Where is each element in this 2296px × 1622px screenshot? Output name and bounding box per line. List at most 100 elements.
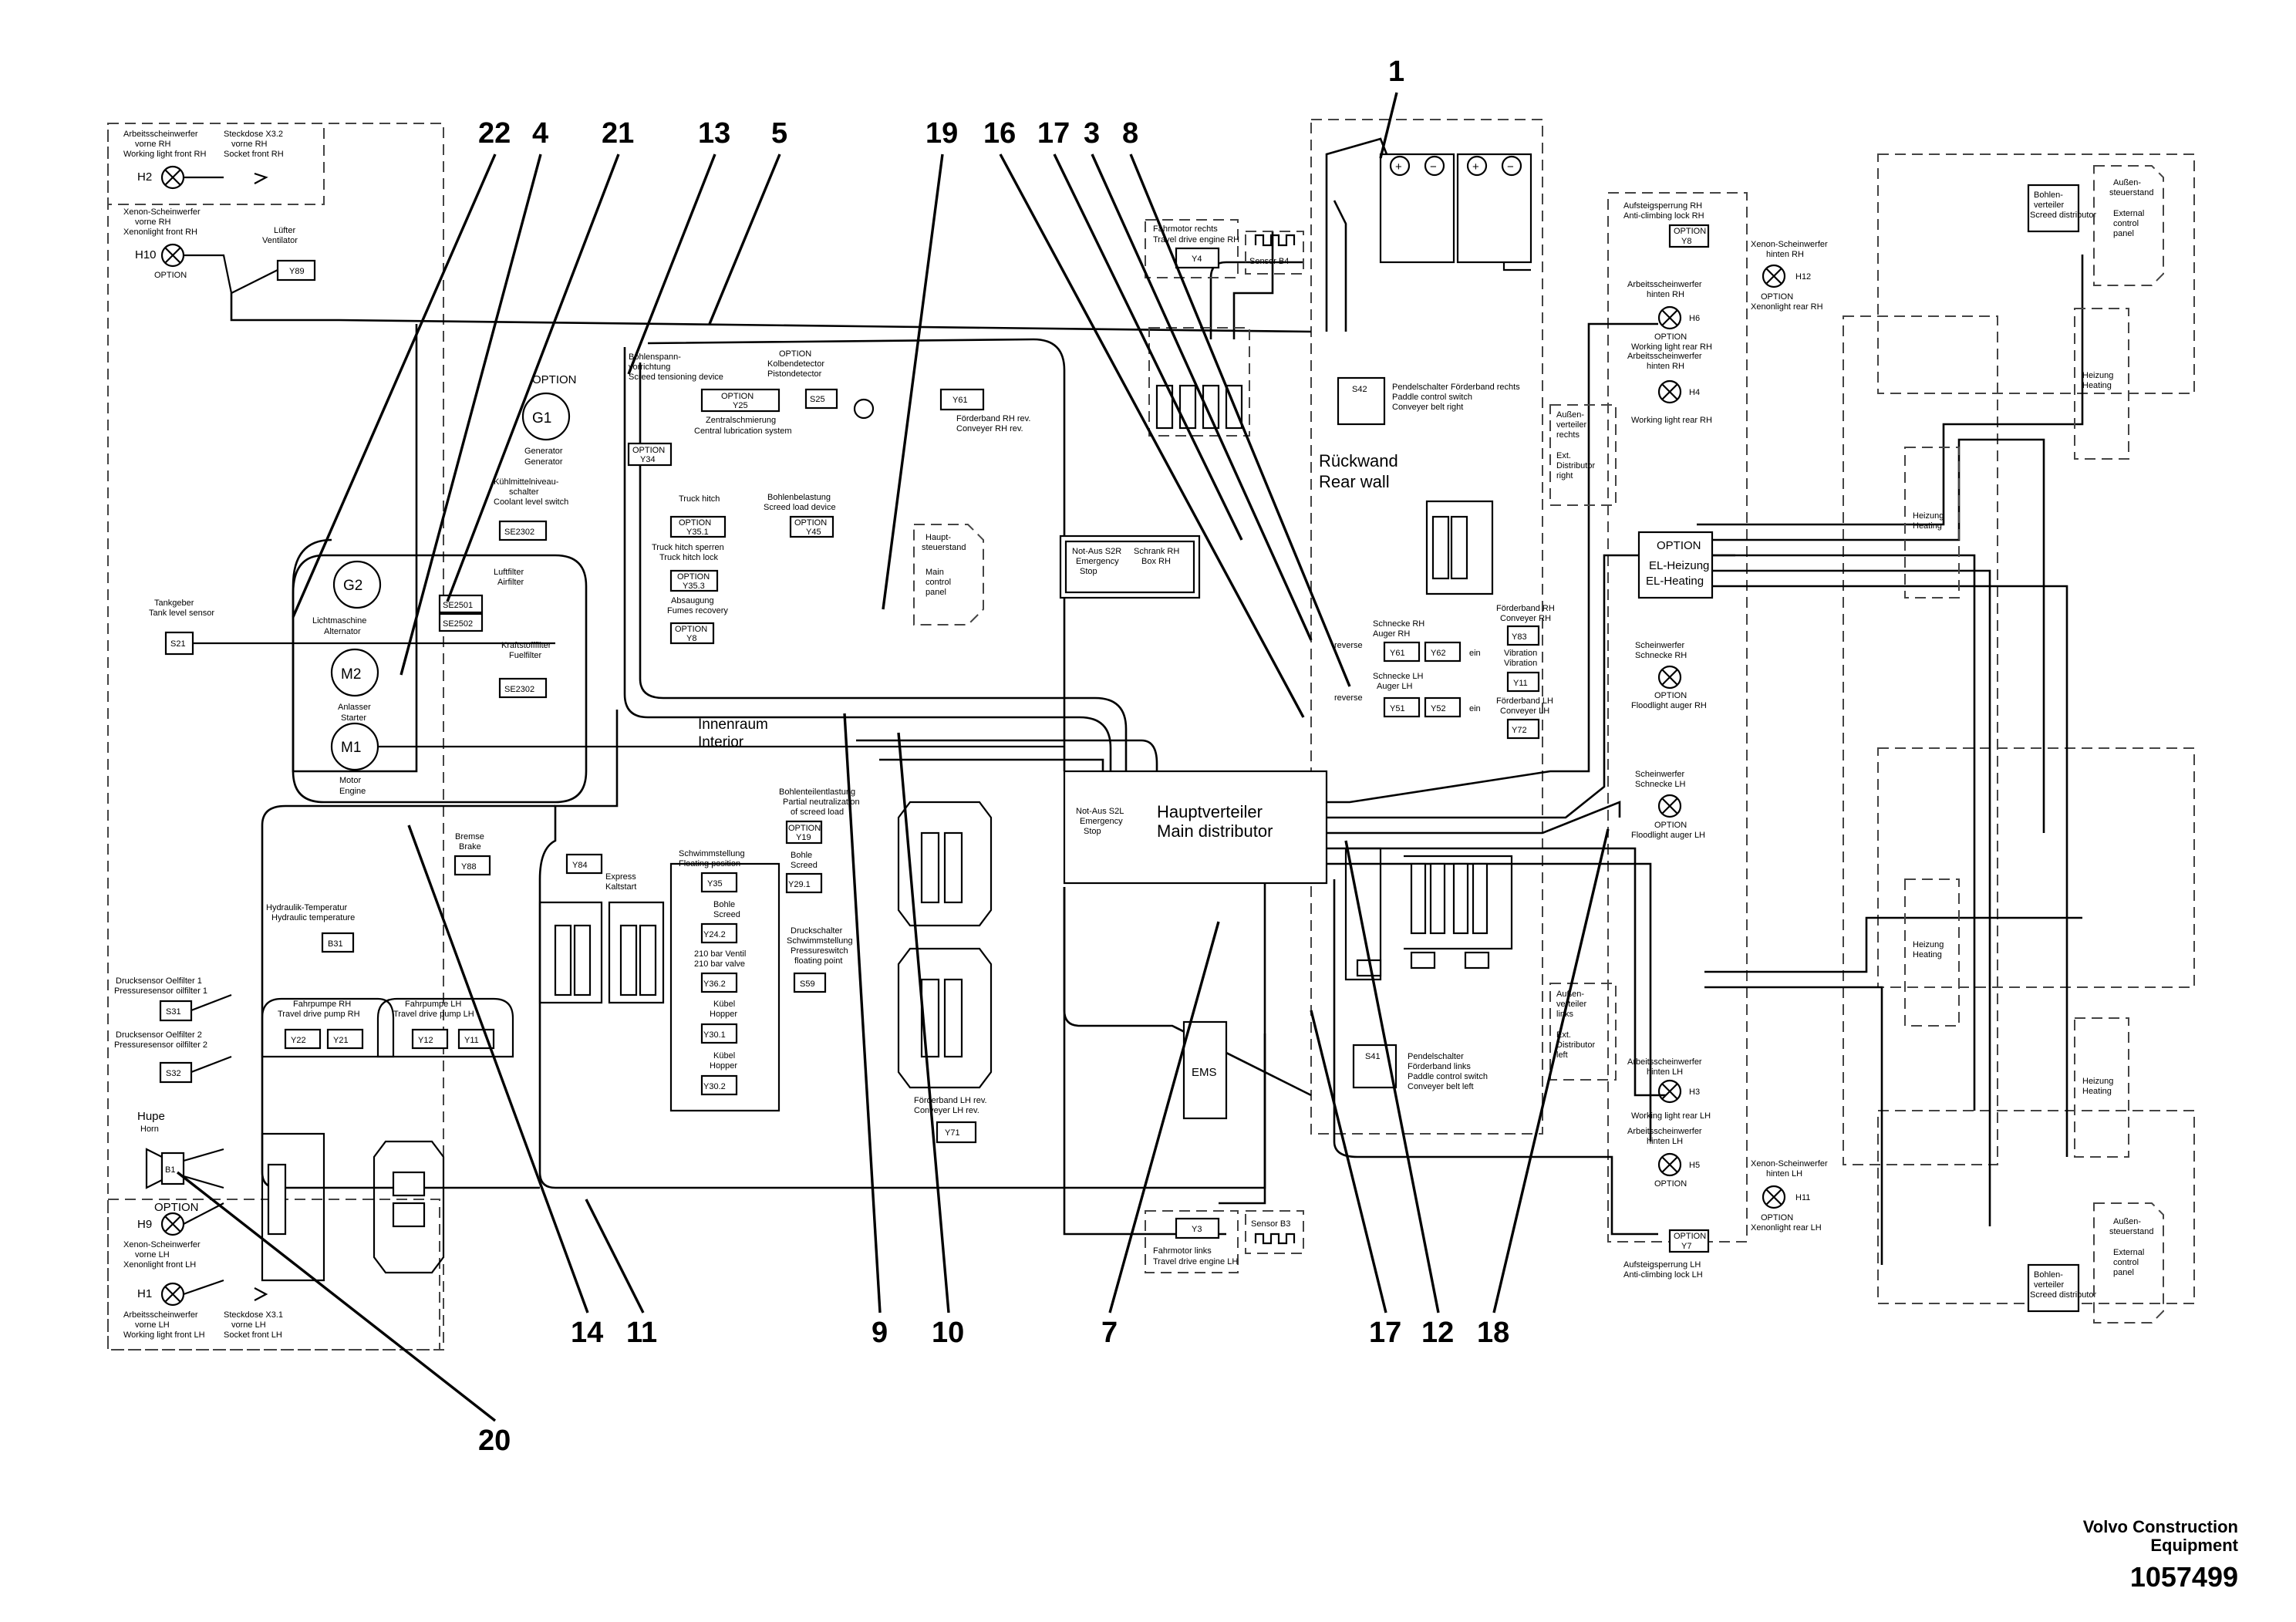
external-control-panel-top: Außen- steuerstand External control pane…: [2093, 165, 2164, 286]
socket-front-rh: Steckdose X3.2 vorne RH Socket front RH: [224, 130, 284, 184]
hydraulic-temperature-b31: Hydraulik-Temperatur Hydraulic temperatu…: [266, 903, 355, 953]
lamp-h12: Xenon-Scheinwerfer hinten RH H12 OPTION …: [1751, 240, 1828, 312]
svg-text:Bohle: Bohle: [713, 900, 735, 909]
svg-text:Vibration: Vibration: [1504, 659, 1537, 668]
screed-distributor-top: Bohlen- verteiler Screed distributor: [2027, 184, 2097, 233]
svg-text:Schwimmstellung: Schwimmstellung: [679, 849, 745, 858]
svg-text:Fumes recovery: Fumes recovery: [667, 606, 728, 615]
svg-text:OPTION: OPTION: [154, 271, 187, 280]
paddle-switch-left-s41: S41 Pendelschalter Förderband links Padd…: [1352, 1044, 1488, 1091]
callout-number-5: 5: [771, 117, 787, 150]
callout-leader-3: [1091, 153, 1313, 641]
svg-text:Y51: Y51: [1390, 704, 1405, 713]
screed-distributor-bottom: Bohlen- verteiler Screed distributor: [2027, 1263, 2097, 1313]
svg-text:Heating: Heating: [2082, 1087, 2112, 1096]
svg-text:Main: Main: [925, 568, 944, 577]
drawing-number: 1057499: [2129, 1561, 2238, 1593]
svg-text:Screed: Screed: [791, 861, 818, 870]
callout-number-16: 16: [983, 117, 1016, 150]
svg-text:Scheinwerfer: Scheinwerfer: [1635, 641, 1685, 650]
express-coldstart-y84: Y84 Express Kaltstart: [565, 853, 636, 892]
central-lubrication-y25: OPTION Y25 Zentralschmierung Central lub…: [694, 388, 792, 436]
svg-text:Hupe: Hupe: [137, 1110, 165, 1123]
lamp-h2: Arbeitsscheinwerfer vorne RH Working lig…: [123, 130, 224, 190]
svg-text:Kühlmittelniveau-: Kühlmittelniveau-: [494, 477, 559, 487]
svg-text:+: +: [1395, 160, 1402, 174]
screed-load-y45: Bohlenbelastung Screed load device OPTIO…: [764, 493, 836, 538]
svg-text:steuerstand: steuerstand: [2109, 1227, 2153, 1236]
callout-leader-5: [708, 153, 781, 325]
svg-text:External: External: [2113, 1248, 2144, 1257]
svg-text:Arbeitsscheinwerfer: Arbeitsscheinwerfer: [1627, 1127, 1702, 1136]
svg-text:Hopper: Hopper: [710, 1010, 737, 1019]
svg-text:panel: panel: [925, 588, 946, 597]
callout-number-4: 4: [532, 117, 548, 150]
svg-text:Y71: Y71: [945, 1128, 960, 1138]
svg-text:Y89: Y89: [289, 267, 305, 276]
svg-text:Hydraulic temperature: Hydraulic temperature: [271, 913, 355, 922]
svg-text:SE2502: SE2502: [443, 619, 473, 629]
external-control-panel-bottom: Außen- steuerstand External control pane…: [2093, 1202, 2164, 1324]
svg-text:Main distributor: Main distributor: [1157, 821, 1273, 841]
svg-text:Y84: Y84: [572, 861, 588, 870]
svg-text:Y35.3: Y35.3: [683, 582, 705, 591]
svg-text:steuerstand: steuerstand: [922, 543, 966, 552]
svg-text:Airfilter: Airfilter: [497, 578, 524, 587]
svg-text:hinten LH: hinten LH: [1766, 1169, 1802, 1179]
callout-number-19: 19: [925, 117, 958, 150]
svg-text:Schnecke RH: Schnecke RH: [1635, 651, 1687, 660]
lamp-h10: Xenon-Scheinwerfer vorne RH Xenonlight f…: [123, 207, 233, 294]
svg-text:Tank level sensor: Tank level sensor: [149, 609, 214, 618]
sensor-b4: Sensor B4: [1245, 231, 1304, 275]
svg-text:Engine: Engine: [339, 787, 366, 796]
svg-text:hinten RH: hinten RH: [1647, 362, 1684, 371]
svg-text:Truck hitch lock: Truck hitch lock: [659, 553, 719, 562]
svg-text:Conveyer LH rev.: Conveyer LH rev.: [914, 1106, 979, 1115]
svg-text:Steckdose X3.2: Steckdose X3.2: [224, 130, 283, 139]
svg-text:Conveyer belt right: Conveyer belt right: [1392, 403, 1463, 412]
callout-leader-12: [1344, 840, 1440, 1313]
svg-text:Lichtmaschine: Lichtmaschine: [312, 616, 366, 626]
callout-leader-8: [1129, 153, 1351, 687]
svg-text:OPTION: OPTION: [632, 446, 665, 455]
svg-text:Bohlen-: Bohlen-: [2034, 191, 2063, 200]
svg-text:Not-Aus S2R: Not-Aus S2R: [1072, 547, 1121, 556]
tank-level-sensor: Tankgeber Tank level sensor S21: [149, 599, 555, 656]
svg-text:Kübel: Kübel: [713, 1000, 735, 1009]
svg-text:OPTION: OPTION: [1654, 821, 1687, 830]
svg-text:Emergency: Emergency: [1076, 557, 1119, 566]
svg-text:H3: H3: [1689, 1088, 1700, 1097]
module-frames: [107, 119, 2195, 1351]
svg-text:Stop: Stop: [1084, 827, 1101, 836]
svg-text:Pressuresensor oilfilter 1: Pressuresensor oilfilter 1: [114, 986, 207, 996]
svg-text:S21: S21: [170, 639, 186, 649]
svg-text:Floodlight auger LH: Floodlight auger LH: [1631, 831, 1705, 840]
svg-text:Y11: Y11: [464, 1036, 479, 1045]
svg-text:Conveyer belt left: Conveyer belt left: [1408, 1082, 1474, 1091]
svg-text:Sensor B4: Sensor B4: [1249, 257, 1289, 266]
main-control-panel: Haupt- steuerstand Main control panel: [913, 524, 984, 626]
svg-text:control: control: [2113, 1258, 2139, 1267]
callout-number-11: 11: [626, 1317, 657, 1349]
hopper-lock: [261, 1132, 325, 1282]
svg-text:External: External: [2113, 209, 2144, 218]
floating-position-group: Schwimmstellung Floating position Y35 Bo…: [669, 849, 781, 1112]
svg-text:Ventilator: Ventilator: [262, 236, 298, 245]
main-distributor: Not-Aus S2L Emergency Stop Hauptverteile…: [1063, 770, 1328, 885]
svg-text:210 bar valve: 210 bar valve: [694, 959, 745, 969]
svg-text:Floodlight auger RH: Floodlight auger RH: [1631, 701, 1707, 710]
svg-text:Xenonlight front LH: Xenonlight front LH: [123, 1260, 196, 1270]
svg-text:Emergency: Emergency: [1080, 817, 1123, 826]
svg-text:Interior: Interior: [698, 734, 744, 750]
callout-number-17: 17: [1369, 1317, 1401, 1349]
svg-text:Y19: Y19: [796, 833, 811, 842]
svg-text:Luftfilter: Luftfilter: [494, 568, 524, 577]
svg-text:vorne RH: vorne RH: [135, 218, 171, 227]
svg-text:H2: H2: [137, 170, 152, 184]
svg-text:Kolbendetector: Kolbendetector: [767, 359, 824, 369]
callout-leader-19: [882, 153, 944, 610]
svg-text:control: control: [2113, 219, 2139, 228]
svg-text:SE2302: SE2302: [504, 528, 534, 537]
svg-text:B31: B31: [328, 939, 343, 949]
lamp-h6: Arbeitsscheinwerfer hinten RH H6 OPTION …: [1627, 280, 1712, 352]
